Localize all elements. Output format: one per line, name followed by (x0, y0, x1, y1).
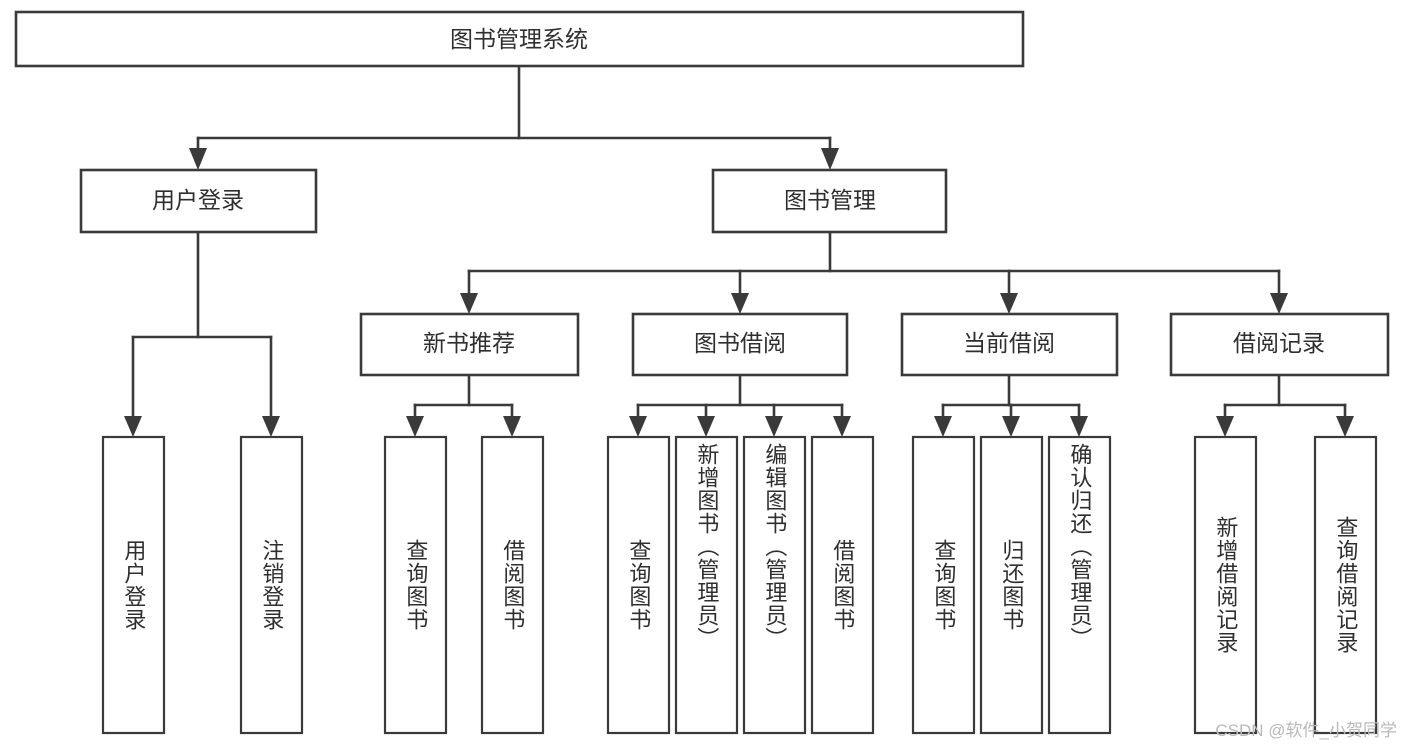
node-user-login[interactable]: 用户登录 (79, 168, 318, 234)
leaf-box-user-login-1[interactable] (239, 435, 304, 735)
node-root-label: 图书管理系统 (450, 26, 588, 52)
node-book-management[interactable]: 图书管理 (711, 168, 948, 234)
connector-bookborrow-to-leaves (629, 373, 851, 437)
leaf-box-user-login-0[interactable] (101, 435, 166, 735)
node-new-book-recommend[interactable]: 新书推荐 (359, 312, 580, 377)
node-new-book-recommend-label: 新书推荐 (423, 330, 515, 356)
node-borrow-record-label: 借阅记录 (1233, 330, 1325, 356)
node-current-borrow[interactable]: 当前借阅 (900, 312, 1119, 377)
node-current-borrow-label: 当前借阅 (963, 330, 1055, 356)
leaf-box-new-book-1[interactable] (480, 435, 545, 735)
node-book-borrow[interactable]: 图书借阅 (631, 312, 849, 377)
leaf-box-book-borrow-3[interactable] (810, 435, 875, 735)
leaf-box-new-book-0[interactable] (383, 435, 448, 735)
connector-root-to-level2 (189, 64, 839, 170)
leaf-box-book-borrow-1[interactable] (674, 435, 739, 735)
leaf-box-borrow-record-0[interactable] (1193, 435, 1258, 735)
leaf-box-current-borrow-1[interactable] (979, 435, 1044, 735)
leaf-box-borrow-record-1[interactable] (1313, 435, 1378, 735)
connector-userlogin-to-leaves (124, 230, 280, 437)
connector-currentborrow-to-leaves (934, 373, 1088, 437)
connector-borrowrecord-to-leaves (1216, 373, 1354, 437)
node-book-borrow-label: 图书借阅 (694, 330, 786, 356)
leaf-box-current-borrow-0[interactable] (911, 435, 976, 735)
node-user-login-label: 用户登录 (152, 187, 244, 213)
node-root[interactable]: 图书管理系统 (14, 10, 1025, 68)
connector-newbook-to-leaves (406, 373, 521, 437)
leaf-box-current-borrow-2[interactable] (1047, 435, 1112, 735)
connector-bookmgmt-to-level3 (460, 230, 1288, 314)
node-book-management-label: 图书管理 (784, 187, 876, 213)
leaf-box-book-borrow-2[interactable] (742, 435, 807, 735)
leaf-box-book-borrow-0[interactable] (606, 435, 671, 735)
node-borrow-record[interactable]: 借阅记录 (1169, 312, 1390, 377)
watermark: CSDN @软件_小贺同学 (1215, 721, 1397, 740)
